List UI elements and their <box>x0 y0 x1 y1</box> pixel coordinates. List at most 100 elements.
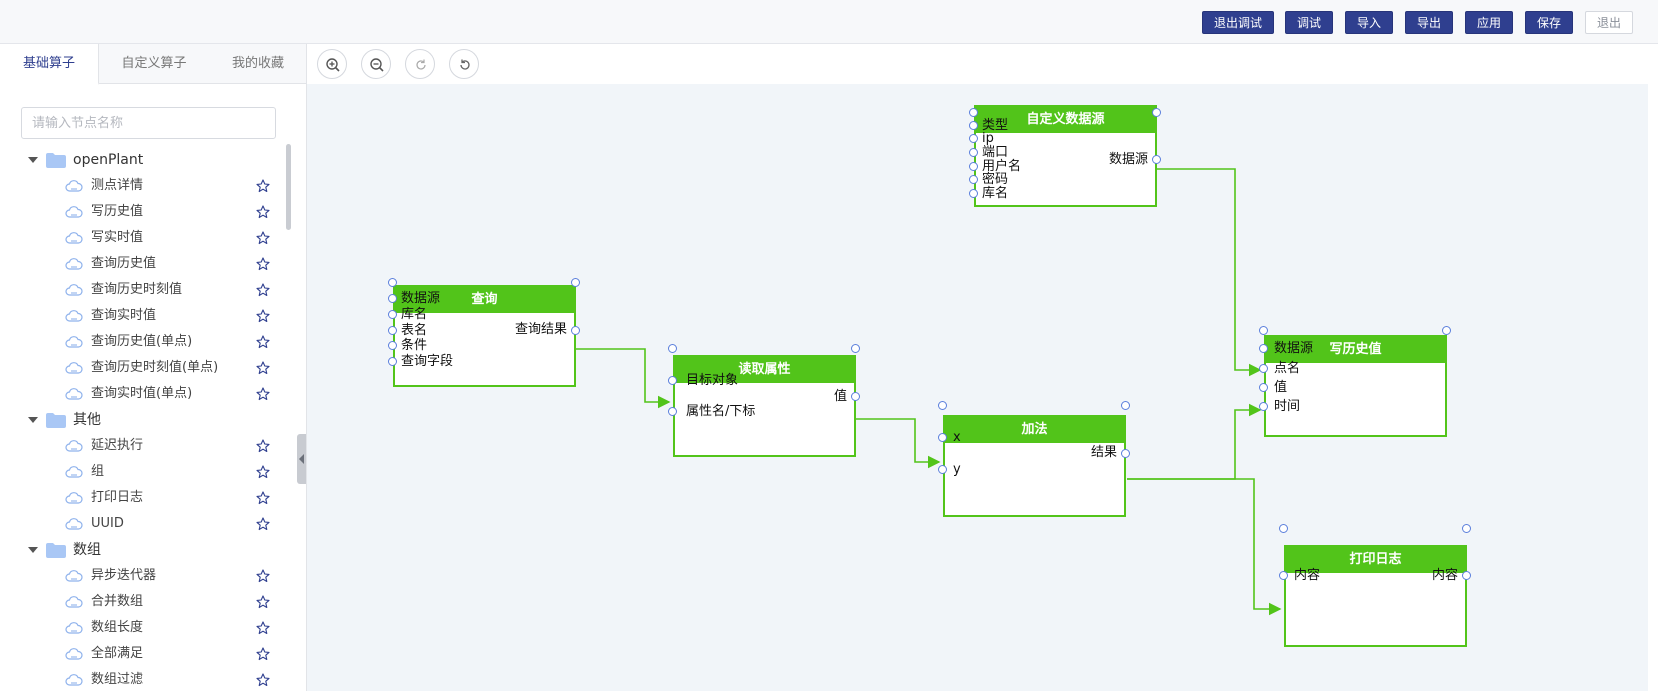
input-port[interactable] <box>388 294 397 303</box>
output-port[interactable] <box>851 392 860 401</box>
node-out-anchor[interactable] <box>851 344 860 353</box>
zoom-in-button[interactable] <box>317 49 347 79</box>
input-port[interactable] <box>388 341 397 350</box>
node-out-anchor[interactable] <box>571 278 580 287</box>
zoom-out-button[interactable] <box>361 49 391 79</box>
input-port[interactable] <box>388 326 397 335</box>
input-port[interactable] <box>969 148 978 157</box>
tree-group[interactable]: 其他 <box>0 407 290 433</box>
tree-item[interactable]: 查询实时值 <box>0 303 290 329</box>
apply-button[interactable]: 应用 <box>1465 11 1513 34</box>
favorite-star-icon[interactable] <box>256 673 270 687</box>
wire-source-to-write-history[interactable] <box>1155 168 1262 377</box>
input-port[interactable] <box>969 175 978 184</box>
node-write-history[interactable]: 写历史值 <box>1264 335 1447 437</box>
input-port[interactable] <box>1259 402 1268 411</box>
debug-button[interactable]: 调试 <box>1285 11 1333 34</box>
node-in-anchor[interactable] <box>969 108 978 117</box>
panel-collapse-handle[interactable] <box>297 434 306 484</box>
tree-item[interactable]: 打印日志 <box>0 485 290 511</box>
node-query[interactable]: 查询 <box>393 285 576 387</box>
node-out-anchor[interactable] <box>1152 108 1161 117</box>
input-port[interactable] <box>388 357 397 366</box>
caret-down-icon[interactable] <box>28 547 38 553</box>
tree-item[interactable]: 查询历史时刻值(单点) <box>0 355 290 381</box>
node-in-anchor[interactable] <box>668 344 677 353</box>
node-in-anchor[interactable] <box>388 278 397 287</box>
tree-item[interactable]: 查询历史值(单点) <box>0 329 290 355</box>
favorite-star-icon[interactable] <box>256 309 270 323</box>
tree-item[interactable]: 查询历史时刻值 <box>0 277 290 303</box>
node-add[interactable]: 加法 <box>943 415 1126 517</box>
node-print-log[interactable]: 打印日志 <box>1284 545 1467 647</box>
tree-item[interactable]: 写历史值 <box>0 199 290 225</box>
tree-item[interactable]: 测点详情 <box>0 173 290 199</box>
favorite-star-icon[interactable] <box>256 361 270 375</box>
tree-item[interactable]: 数组过滤 <box>0 667 290 691</box>
favorite-star-icon[interactable] <box>256 335 270 349</box>
favorite-star-icon[interactable] <box>256 621 270 635</box>
favorite-star-icon[interactable] <box>256 257 270 271</box>
input-port[interactable] <box>969 162 978 171</box>
input-port[interactable] <box>938 465 947 474</box>
import-button[interactable]: 导入 <box>1345 11 1393 34</box>
exit-debug-button[interactable]: 退出调试 <box>1202 11 1274 34</box>
input-port[interactable] <box>1259 364 1268 373</box>
tab-my-favorites[interactable]: 我的收藏 <box>231 56 284 71</box>
tree-group[interactable]: 数组 <box>0 537 290 563</box>
favorite-star-icon[interactable] <box>256 387 270 401</box>
tree-item[interactable]: 查询实时值(单点) <box>0 381 290 407</box>
favorite-star-icon[interactable] <box>256 647 270 661</box>
node-in-anchor[interactable] <box>1279 524 1288 533</box>
input-port[interactable] <box>938 433 947 442</box>
input-port[interactable] <box>668 407 677 416</box>
node-custom-data-source[interactable]: 自定义数据源 <box>974 105 1157 207</box>
caret-down-icon[interactable] <box>28 157 38 163</box>
node-out-anchor[interactable] <box>1121 401 1130 410</box>
tree-item[interactable]: 组 <box>0 459 290 485</box>
tree-item[interactable]: 数组长度 <box>0 615 290 641</box>
tree-item[interactable]: 合并数组 <box>0 589 290 615</box>
input-port[interactable] <box>969 121 978 130</box>
input-port[interactable] <box>969 134 978 143</box>
tree-item[interactable]: 查询历史值 <box>0 251 290 277</box>
favorite-star-icon[interactable] <box>256 283 270 297</box>
favorite-star-icon[interactable] <box>256 569 270 583</box>
input-port[interactable] <box>668 376 677 385</box>
wire-add-to-print-log[interactable] <box>1127 478 1282 616</box>
exit-button[interactable]: 退出 <box>1585 11 1633 34</box>
favorite-star-icon[interactable] <box>256 231 270 245</box>
tree-item[interactable]: 写实时值 <box>0 225 290 251</box>
tree-item[interactable]: UUID <box>0 511 290 537</box>
output-port[interactable] <box>1152 155 1161 164</box>
wire-add-to-write-history[interactable] <box>1127 403 1262 480</box>
favorite-star-icon[interactable] <box>256 595 270 609</box>
favorite-star-icon[interactable] <box>256 491 270 505</box>
tree-group[interactable]: openPlant <box>0 147 290 173</box>
favorite-star-icon[interactable] <box>256 517 270 531</box>
input-port[interactable] <box>1259 383 1268 392</box>
undo-button[interactable] <box>449 49 479 79</box>
tab-custom-operators[interactable]: 自定义算子 <box>121 56 187 71</box>
output-port[interactable] <box>1121 449 1130 458</box>
node-out-anchor[interactable] <box>1442 326 1451 335</box>
caret-down-icon[interactable] <box>28 417 38 423</box>
favorite-star-icon[interactable] <box>256 439 270 453</box>
wire-query-to-read-attr[interactable] <box>576 348 671 409</box>
output-port[interactable] <box>571 326 580 335</box>
tree-scrollbar[interactable] <box>286 144 291 230</box>
wire-read-attr-to-add[interactable] <box>855 418 941 469</box>
node-out-anchor[interactable] <box>1462 524 1471 533</box>
redo-button[interactable] <box>405 49 435 79</box>
output-port[interactable] <box>1462 571 1471 580</box>
input-port[interactable] <box>969 189 978 198</box>
node-in-anchor[interactable] <box>1259 326 1268 335</box>
node-in-anchor[interactable] <box>938 401 947 410</box>
tree-item[interactable]: 异步迭代器 <box>0 563 290 589</box>
favorite-star-icon[interactable] <box>256 179 270 193</box>
favorite-star-icon[interactable] <box>256 465 270 479</box>
input-port[interactable] <box>1259 344 1268 353</box>
tab-basic-operators[interactable]: 基础算子 <box>0 44 99 85</box>
save-button[interactable]: 保存 <box>1525 11 1573 34</box>
